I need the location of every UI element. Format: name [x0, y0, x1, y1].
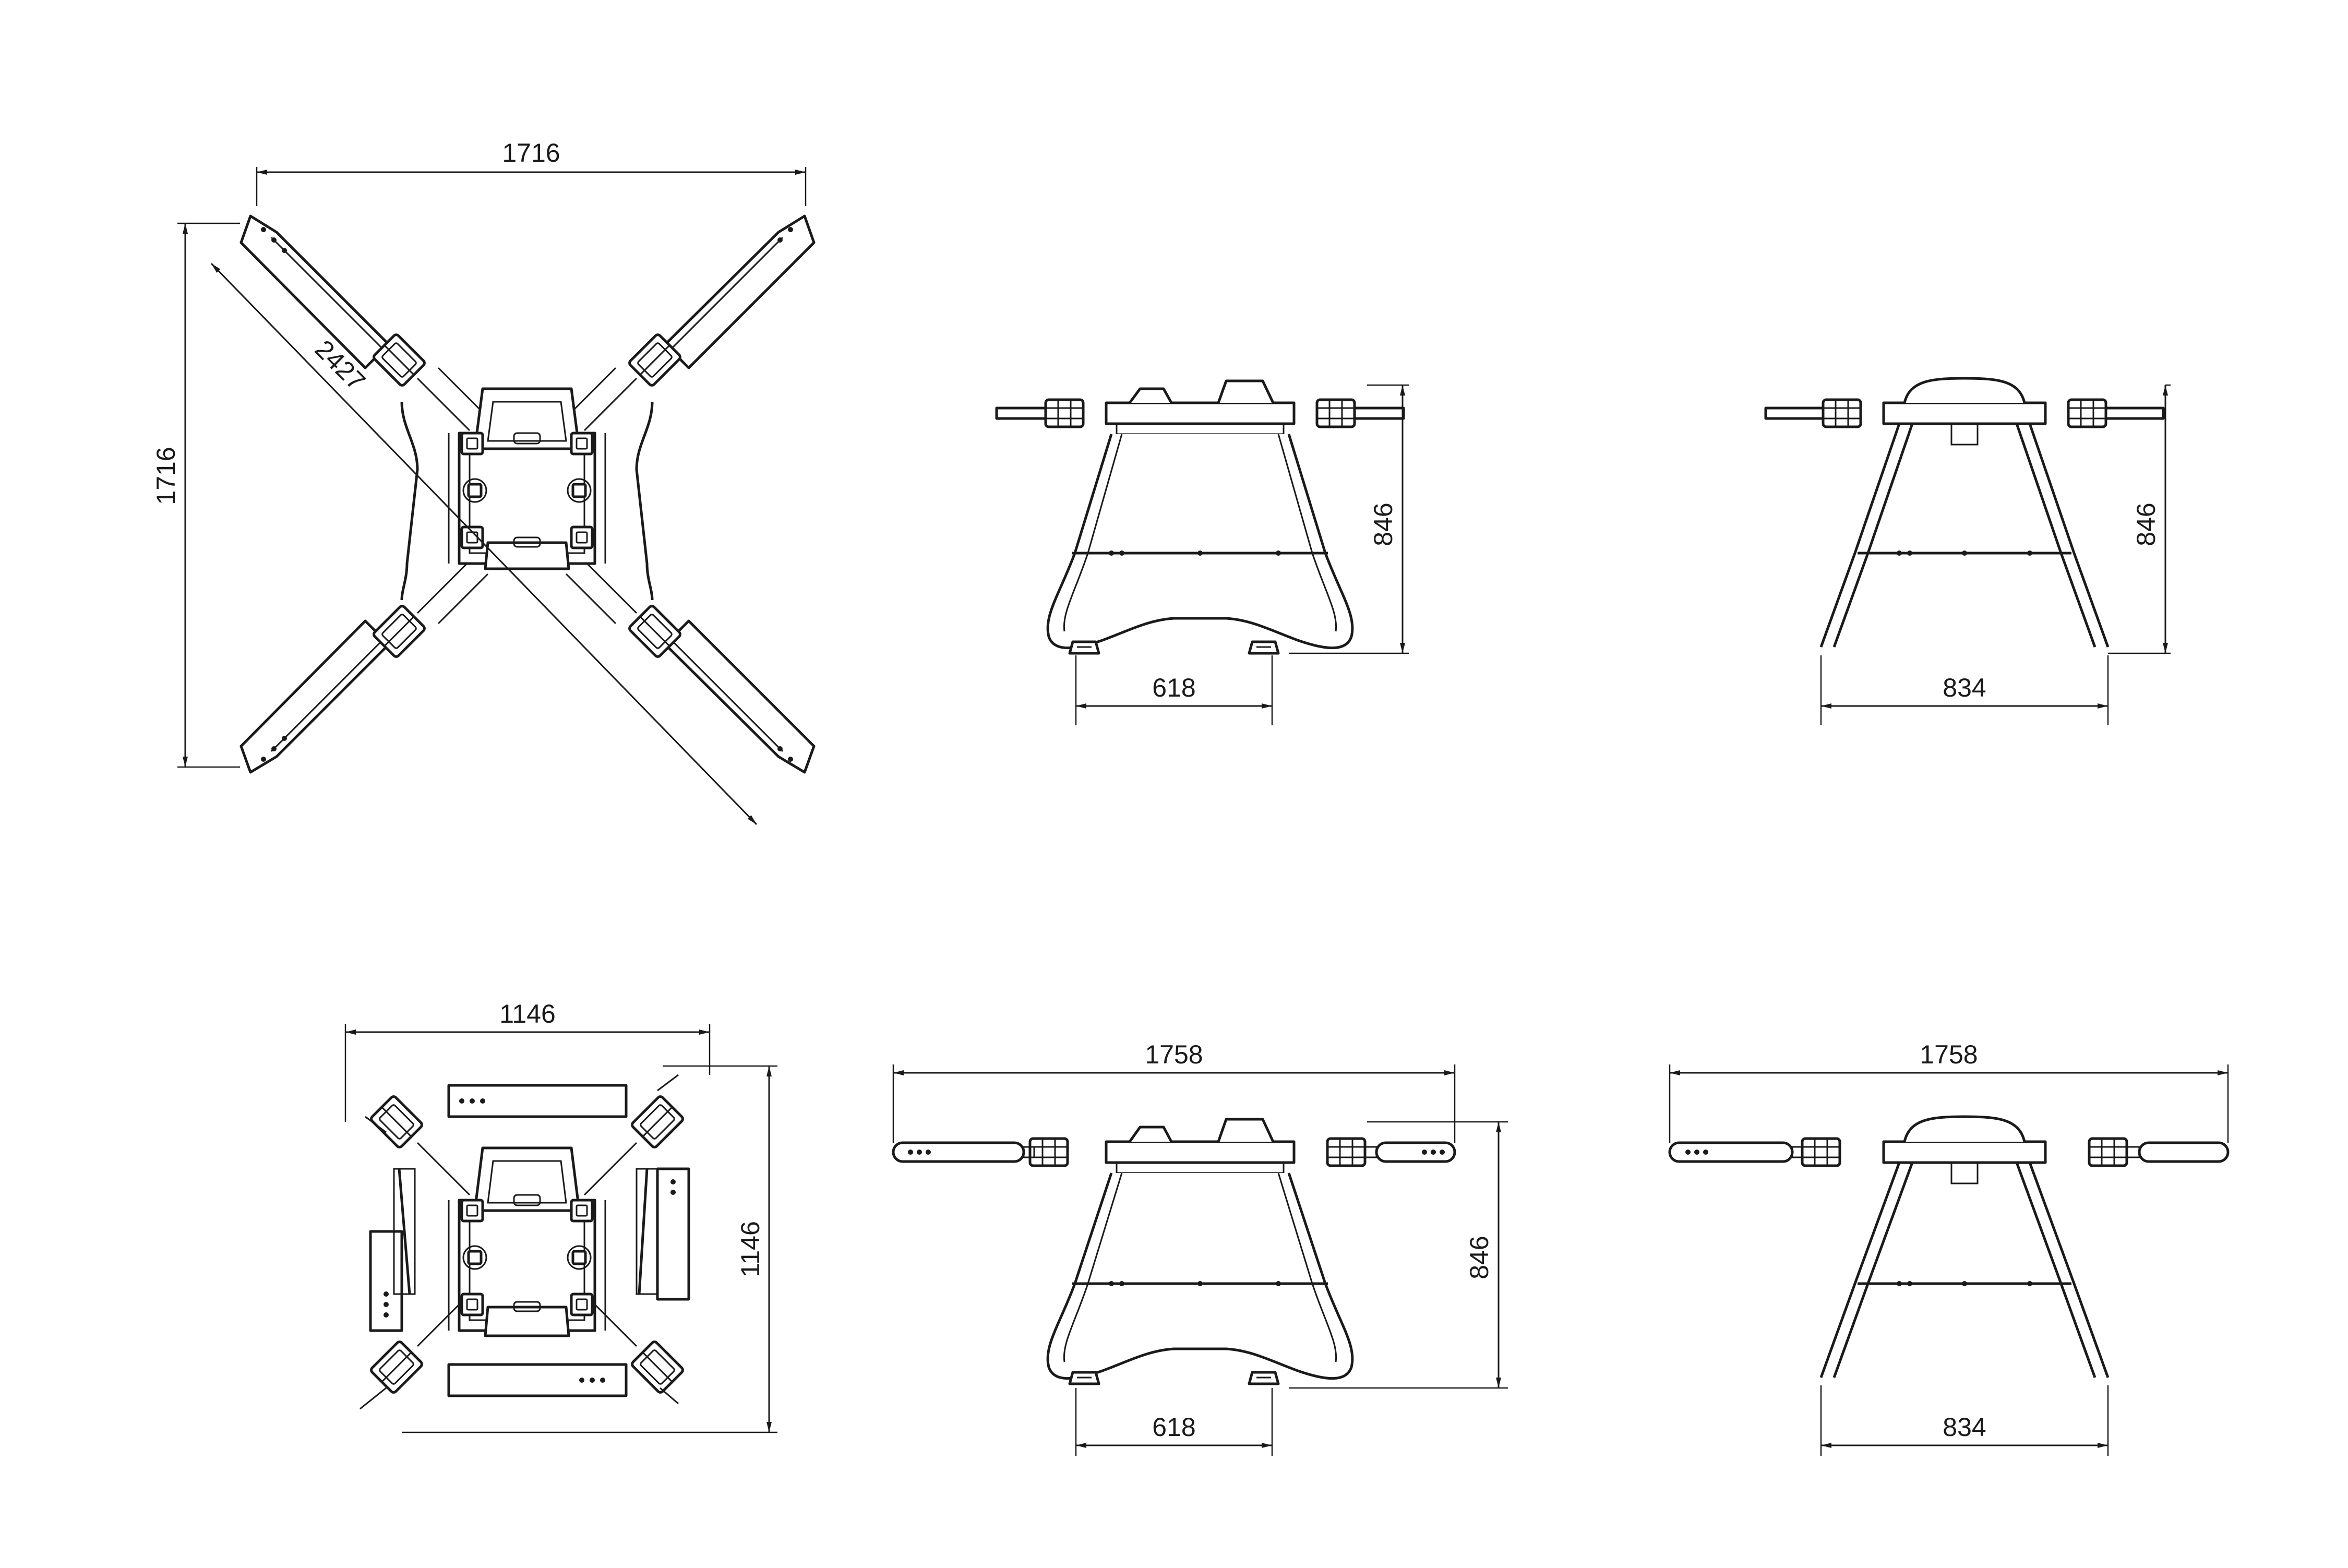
- frame-body: [1882, 401, 2047, 425]
- motor-mount: [370, 1340, 423, 1394]
- dimension-label-height: 846: [1369, 502, 1398, 546]
- frame-body: [1105, 1140, 1296, 1164]
- dimension-label-height: 846: [2131, 502, 2161, 546]
- dimension-label-width: 618: [1152, 1413, 1195, 1442]
- arm-bottom-left: [239, 619, 390, 774]
- center-frame: [448, 1146, 606, 1337]
- motor-left: [1823, 400, 1861, 427]
- arm-inner-segment: [416, 560, 489, 625]
- folded-arm-right: [656, 1167, 690, 1301]
- motor-mount: [370, 1095, 423, 1148]
- arm-top-left: [239, 214, 390, 369]
- dimension-label-width: 834: [1943, 673, 1986, 702]
- dimension-line-diagonal: [210, 262, 758, 825]
- landing-leg-left: [1819, 1162, 1914, 1378]
- dimension-label-height: 1716: [151, 447, 181, 505]
- center-frame: [448, 387, 606, 570]
- landing-skid-left: [400, 401, 419, 601]
- dimension-label-width: 618: [1152, 673, 1195, 702]
- motor-left: [1046, 400, 1083, 427]
- dimension-label-height: 1146: [736, 1221, 765, 1277]
- motor-right: [2089, 1139, 2127, 1166]
- spray-tank: [1903, 377, 2026, 403]
- dimension-label-width: 1716: [502, 138, 560, 167]
- front-view-folded: 1758 846 618: [892, 1040, 1508, 1456]
- landing-gear: [1046, 434, 1354, 650]
- dimension-label-width: 834: [1943, 1413, 1986, 1442]
- dimension-label-span: 1758: [1920, 1040, 1978, 1069]
- folded-arm-top: [447, 1084, 628, 1118]
- frame-body: [1105, 401, 1296, 425]
- landing-gear: [1046, 1172, 1354, 1380]
- landing-leg-right: [2015, 423, 2110, 648]
- arm-top-right: [664, 214, 816, 369]
- arm-bottom-right: [664, 619, 816, 774]
- motor-mount: [631, 1340, 684, 1394]
- side-view-folded: 1758 834: [1668, 1040, 2230, 1456]
- dimension-label-span: 1758: [1145, 1040, 1203, 1069]
- top-view-folded: 1146 1146: [344, 999, 777, 1433]
- motor-left: [1802, 1139, 1840, 1166]
- top-view-unfolded: 2427 1716 1716: [151, 138, 816, 825]
- frame-body: [1882, 1140, 2047, 1164]
- motor-right: [1327, 1139, 1365, 1166]
- landing-skid-right: [635, 401, 654, 601]
- spray-tank: [1903, 1115, 2026, 1142]
- arm-inner-segment: [416, 1142, 638, 1347]
- folded-arm-bottom: [447, 1363, 628, 1397]
- side-view-unfolded: 846 834: [1764, 377, 2171, 725]
- dimension-label-width: 1146: [499, 999, 556, 1028]
- motor-left: [1030, 1139, 1068, 1166]
- landing-leg-left: [1819, 423, 1914, 648]
- motor-mount: [631, 1095, 684, 1148]
- arm-tube-right: [2138, 1141, 2230, 1163]
- landing-skid: [398, 1168, 649, 1295]
- arm-inner-segment: [565, 560, 638, 625]
- front-view-unfolded: 846 618: [995, 379, 1409, 725]
- landing-leg-right: [2015, 1162, 2110, 1378]
- dimension-label-height: 846: [1465, 1236, 1494, 1279]
- motor-right: [2068, 400, 2106, 427]
- motor-right: [1317, 400, 1355, 427]
